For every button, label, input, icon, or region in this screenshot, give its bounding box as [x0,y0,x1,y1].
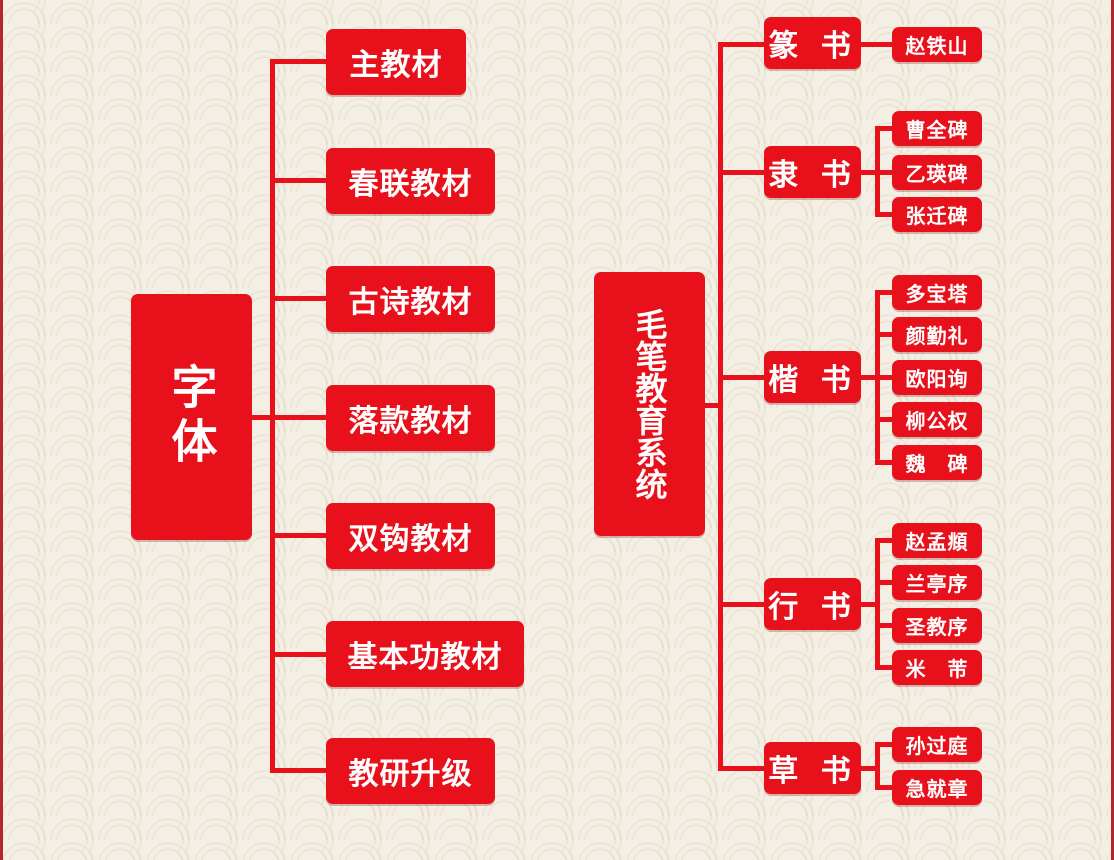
right-connector-branch [718,170,766,175]
left-connector-branch [270,59,328,64]
right-connector-branch [718,375,766,380]
left-connector-branch [270,296,328,301]
script-connector [875,212,893,217]
left-connector-branch [270,768,328,773]
left-connector-root [252,415,274,420]
script-connector [875,742,893,747]
left-root-node: 字体 [131,294,252,540]
script-connector [875,623,893,628]
script-connector [861,602,879,607]
script-node-cursive: 草 书 [764,742,861,794]
right-connector-branch [718,602,766,607]
script-connector [861,375,879,380]
left-child-node: 双钩教材 [326,503,495,569]
script-node-running: 行 书 [764,578,861,630]
script-connector [875,290,893,295]
model-node: 多宝塔 [892,275,982,310]
model-node: 魏 碑 [892,445,982,480]
left-child-node: 落款教材 [326,385,495,451]
script-node-clerical: 隶 书 [764,146,861,198]
left-child-node: 教研升级 [326,738,495,804]
model-node: 兰亭序 [892,565,982,600]
script-connector [875,580,893,585]
right-connector-trunk [718,42,723,768]
right-connector-branch [718,766,766,771]
left-connector-branch [270,652,328,657]
model-node: 圣教序 [892,608,982,643]
model-node: 急就章 [892,770,982,805]
left-connector-branch [270,178,328,183]
model-node: 米 芾 [892,650,982,685]
model-node: 赵铁山 [892,27,982,62]
left-child-node: 主教材 [326,29,466,95]
model-node: 曹全碑 [892,111,982,146]
script-node-seal: 篆 书 [764,17,861,69]
script-connector [875,126,893,131]
left-child-node: 基本功教材 [326,621,524,687]
model-node: 颜勤礼 [892,317,982,352]
script-connector [875,785,893,790]
right-connector-root [705,403,723,408]
script-connector [861,42,893,47]
script-connector [875,665,893,670]
model-node: 张迁碑 [892,197,982,232]
left-child-node: 古诗教材 [326,266,495,332]
right-root-node: 毛笔教育系统 [594,272,705,536]
script-connector [861,766,879,771]
right-connector-branch [718,42,766,47]
script-connector-trunk [875,743,880,789]
script-connector [875,538,893,543]
model-node: 孙过庭 [892,727,982,762]
script-connector [875,170,893,175]
left-child-node: 春联教材 [326,148,495,214]
model-node: 乙瑛碑 [892,155,982,190]
model-node: 赵孟頫 [892,523,982,558]
script-connector [875,417,893,422]
model-node: 欧阳询 [892,360,982,395]
script-node-regular: 楷 书 [764,351,861,403]
left-connector-branch [270,533,328,538]
script-connector [875,332,893,337]
script-connector [875,460,893,465]
script-connector [875,375,893,380]
script-connector-trunk [875,539,880,668]
script-connector [861,170,879,175]
left-connector-branch [270,415,328,420]
model-node: 柳公权 [892,402,982,437]
